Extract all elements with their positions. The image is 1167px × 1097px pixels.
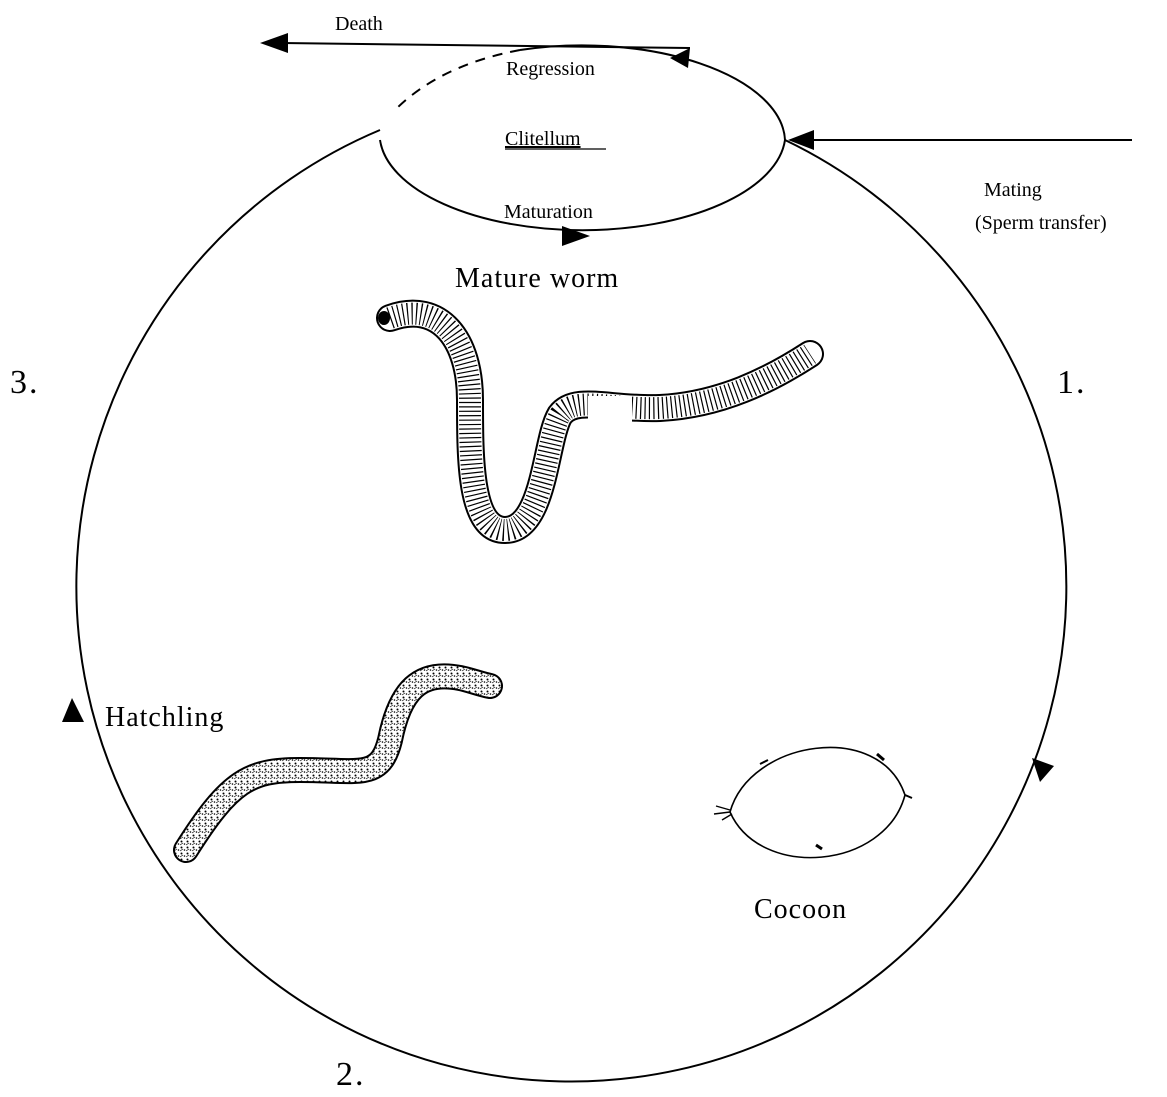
mating-sub-label: (Sperm transfer) (975, 212, 1107, 234)
mating-label: Mating (984, 179, 1042, 201)
regression-dashed-line (395, 50, 520, 110)
clitellum-label: Clitellum (505, 128, 581, 150)
mature-worm-icon (378, 311, 810, 530)
death-arrowhead (260, 33, 288, 53)
stage-2-label: 2. (336, 1056, 366, 1093)
cocoon-icon (714, 748, 912, 858)
regression-label: Regression (506, 58, 595, 80)
stage-1-label: 1. (1057, 364, 1087, 401)
mature-worm-label: Mature worm (455, 263, 619, 294)
maturation-label: Maturation (504, 201, 593, 223)
maturation-arrowhead (562, 226, 590, 246)
cycle-arrowhead-left (62, 698, 84, 722)
death-label: Death (335, 13, 383, 35)
cycle-arrowhead-right (1032, 758, 1054, 782)
stage-3-label: 3. (10, 364, 40, 401)
cocoon-label: Cocoon (754, 894, 847, 925)
death-line (282, 43, 690, 48)
regression-arrowhead (670, 48, 690, 68)
hatchling-label: Hatchling (105, 702, 224, 733)
hatchling-worm-icon (186, 676, 490, 850)
